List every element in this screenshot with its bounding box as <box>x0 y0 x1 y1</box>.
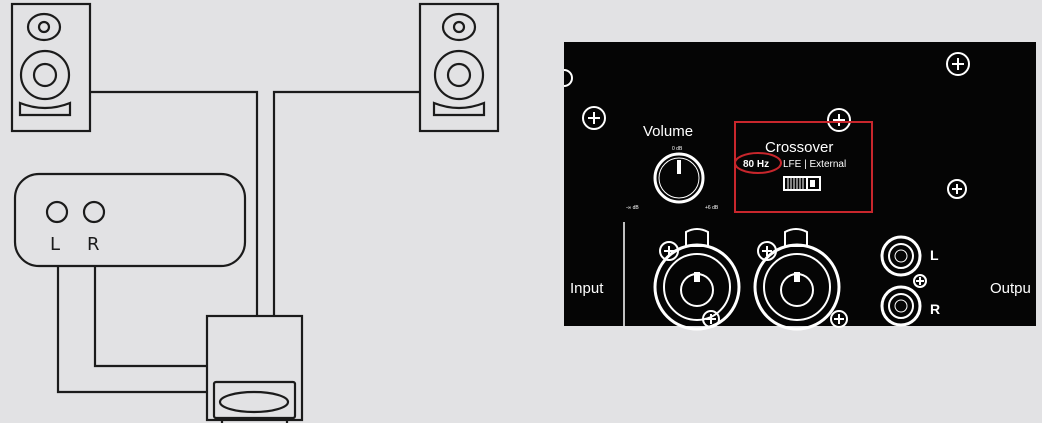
trs-jack-icon[interactable] <box>880 235 922 277</box>
trs-jack-icon[interactable] <box>880 285 922 327</box>
crossover-highlight-box <box>734 121 873 213</box>
xlr-jack-icon[interactable] <box>653 228 741 331</box>
output-right-label: R <box>930 301 940 317</box>
output-label: Outpu <box>990 280 1031 297</box>
volume-knob-icon <box>653 152 705 204</box>
source-right-jack-icon <box>82 200 106 224</box>
speaker-cables <box>56 90 420 394</box>
subwoofer-icon <box>205 314 304 423</box>
subwoofer-rear-panel: Volume 0 dB -∞ dB +6 dB Crossover 80 Hz … <box>563 42 1036 331</box>
volume-label: Volume <box>643 123 693 140</box>
cable-source-left <box>56 266 207 394</box>
cable-source-right <box>93 266 207 368</box>
screw-icon <box>946 52 970 76</box>
right-speaker-icon <box>418 2 500 133</box>
input-label: Input <box>570 280 604 297</box>
output-left-label: L <box>930 247 939 263</box>
volume-top-mark: 0 dB <box>672 146 683 152</box>
crossover-label: Crossover <box>765 139 833 156</box>
screw-icon <box>582 106 606 130</box>
crossover-selected-option: 80 Hz <box>743 159 769 170</box>
crossover-other-options: LFE | External <box>783 159 846 170</box>
source-left-label: L <box>50 234 60 255</box>
left-speaker-icon <box>10 2 92 133</box>
xlr-jack-icon[interactable] <box>753 228 848 331</box>
source-right-label: R <box>87 234 100 255</box>
screw-icon <box>913 274 927 288</box>
source-device: L R <box>13 172 247 268</box>
volume-min-mark: -∞ dB <box>626 205 639 211</box>
selected-option-highlight <box>734 152 782 174</box>
cable-left-speaker <box>90 90 259 316</box>
volume-max-mark: +6 dB <box>705 205 719 211</box>
screw-icon <box>827 108 851 132</box>
cable-right-speaker <box>272 90 420 316</box>
screw-icon <box>947 179 967 199</box>
crossover-switch-icon[interactable] <box>783 176 821 191</box>
source-left-jack-icon <box>45 200 69 224</box>
